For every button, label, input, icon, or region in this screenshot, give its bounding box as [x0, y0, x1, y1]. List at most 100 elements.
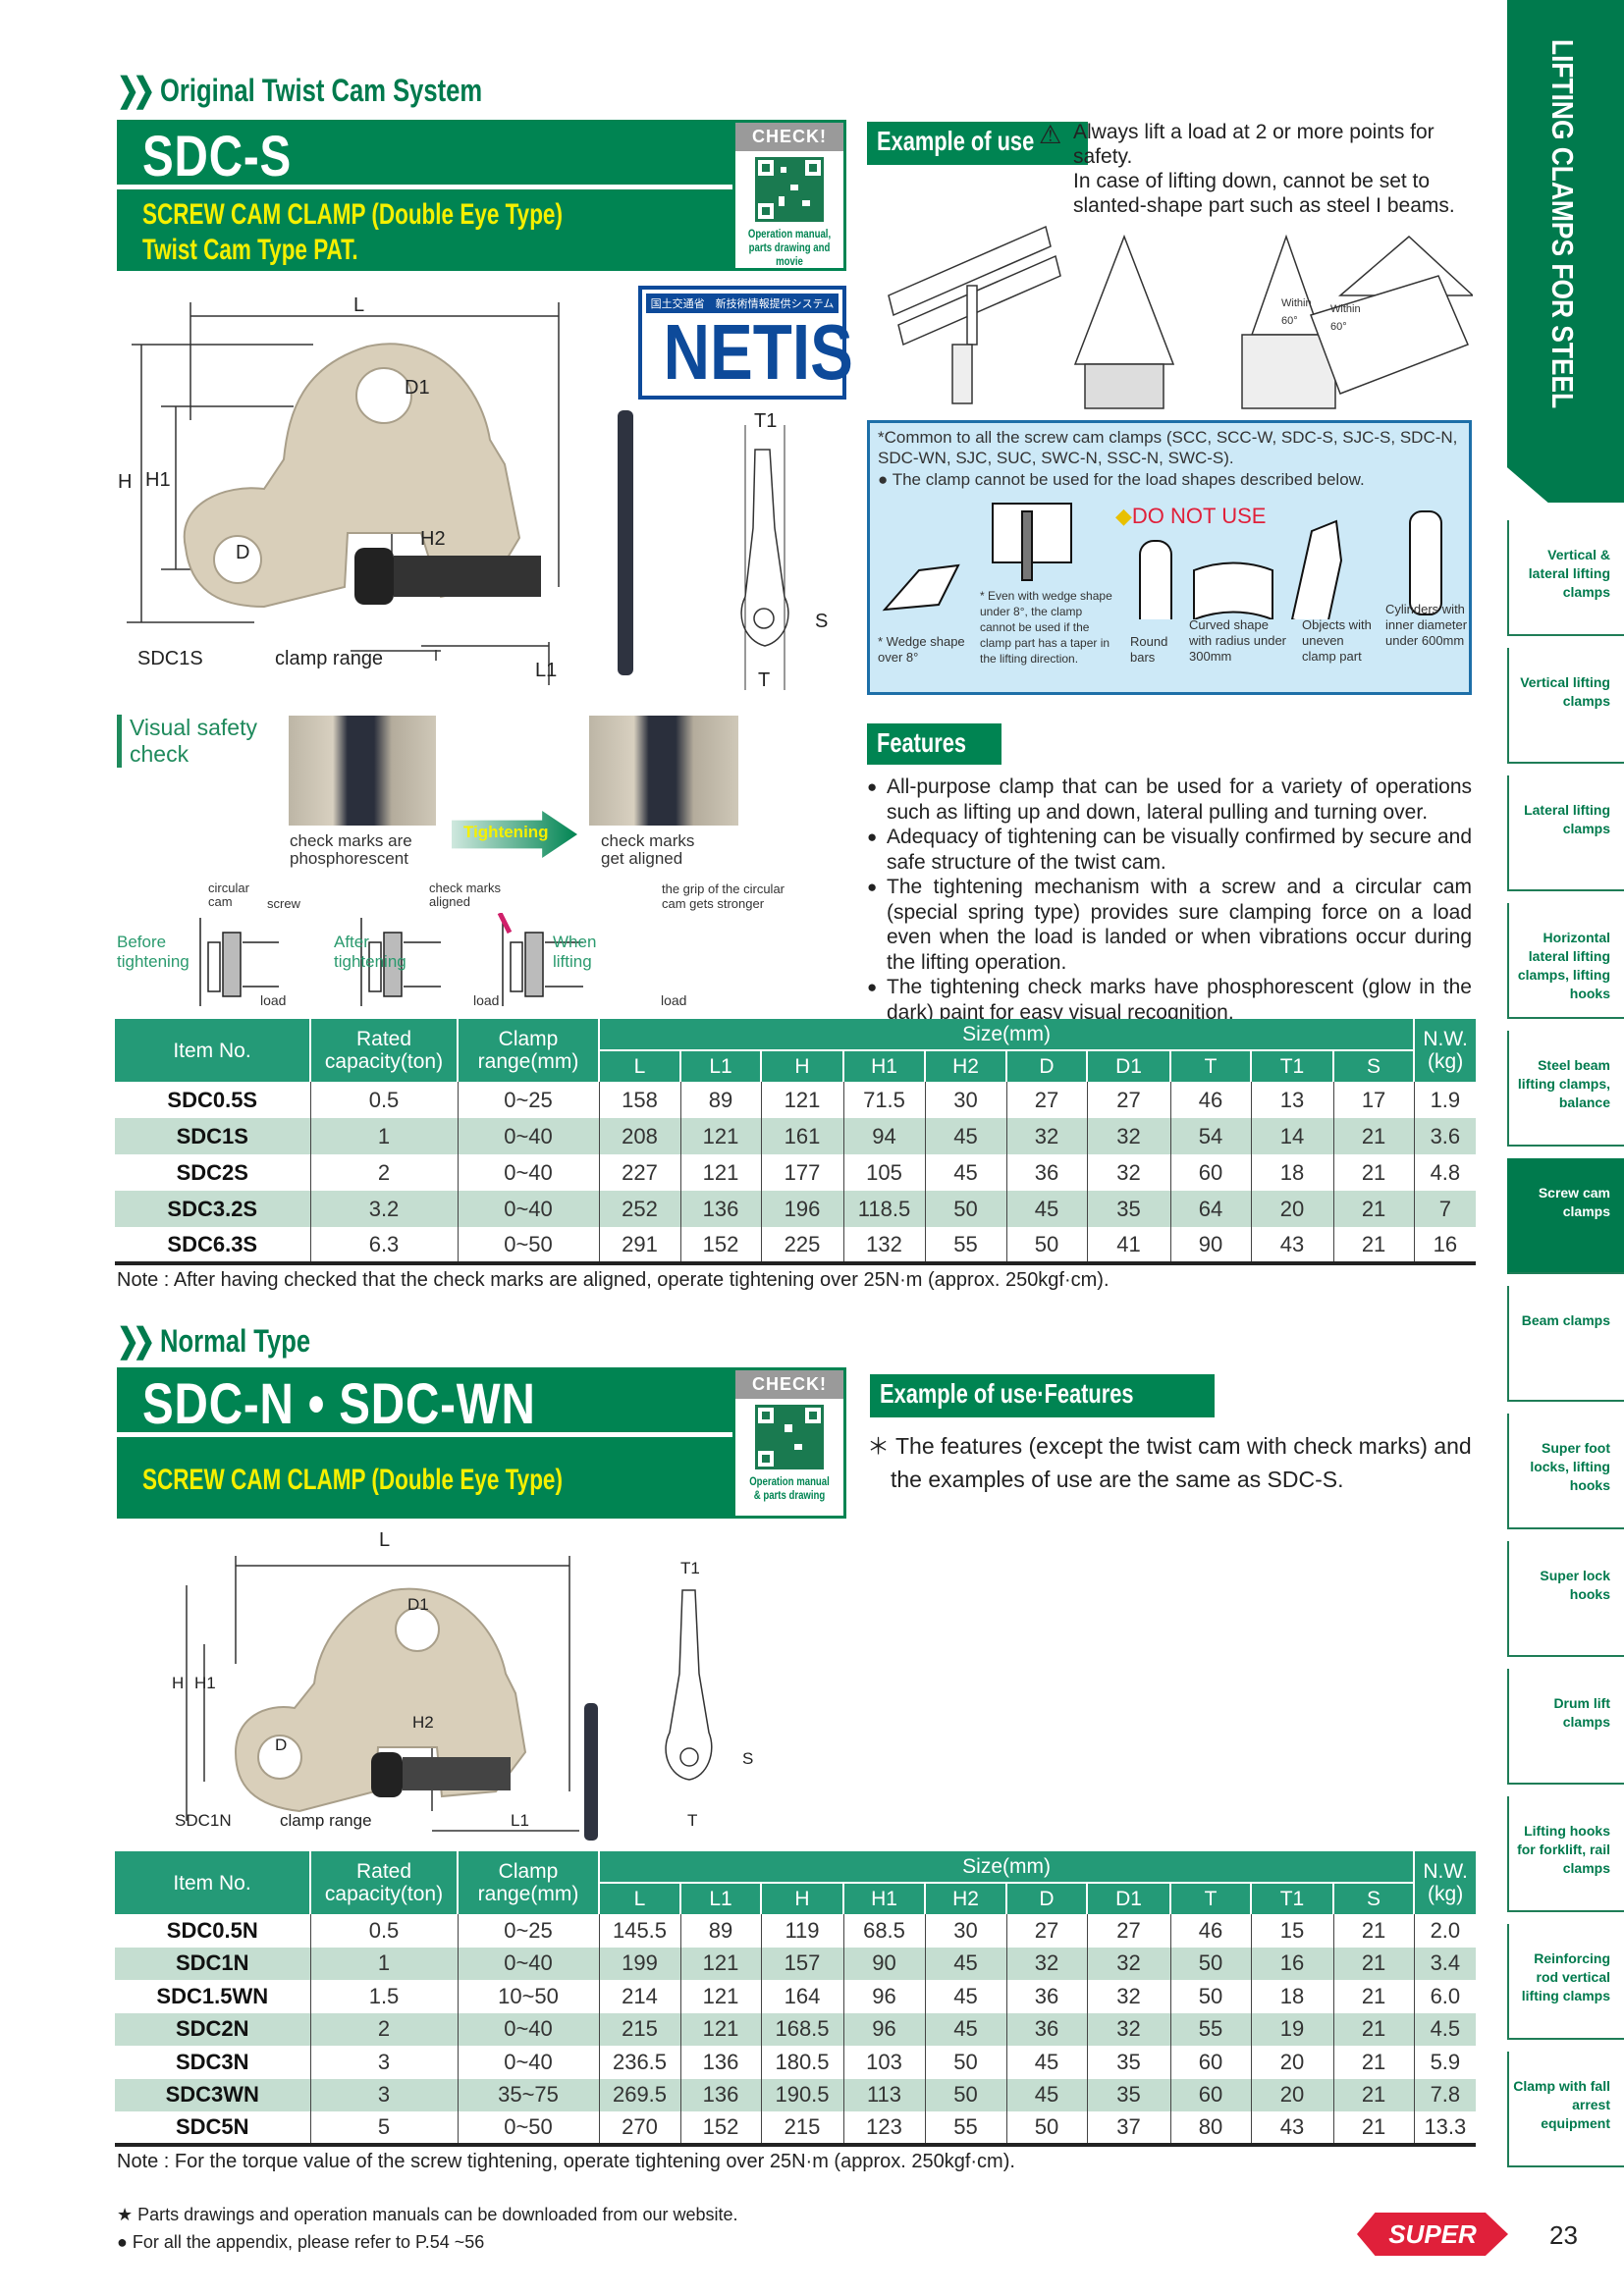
table-cell: 80: [1169, 2111, 1251, 2147]
angle-label-2: Within 60°: [1330, 303, 1361, 333]
table-cell: 21: [1332, 1191, 1415, 1227]
after-tightening-label: After tightening: [334, 933, 406, 971]
table-cell: 27: [1005, 1082, 1087, 1118]
table-cell: 90: [1169, 1227, 1251, 1265]
qr-check-box[interactable]: CHECK! Operation manual, parts drawing a…: [732, 120, 846, 271]
sidebar-item[interactable]: Vertical & lateral lifting clamps: [1507, 520, 1624, 636]
sidebar-item[interactable]: Beam clamps: [1507, 1286, 1624, 1402]
table-cell: 32: [1086, 1947, 1170, 1980]
table-cell: 60: [1169, 2046, 1251, 2079]
table-cell: 0~40: [457, 1118, 599, 1154]
col-size: Size(mm): [597, 1851, 1415, 1884]
table-cell: SDC0.5N: [166, 1917, 258, 1943]
example-of-use-label: Example of use: [867, 122, 1089, 165]
sidebar-item[interactable]: Reinforcing rod vertical lifting clamps: [1507, 1924, 1624, 2040]
qr-check-box[interactable]: CHECK! Operation manual & parts drawing: [732, 1367, 846, 1519]
table-cell: 0~40: [457, 2046, 599, 2079]
table-cell: 0~40: [457, 2012, 599, 2046]
table-cell: 236.5: [598, 2046, 680, 2079]
table-cell: 27: [1086, 1082, 1170, 1118]
col-size-sub: H1: [842, 1883, 925, 1914]
table-cell: 55: [924, 1227, 1006, 1265]
table-cell: 121: [679, 1154, 761, 1191]
table-cell: 164: [760, 1980, 843, 2013]
col-size-sub: H: [760, 1050, 843, 1082]
table-cell: 21: [1332, 1947, 1415, 1980]
sidebar-item[interactable]: Drum lift clamps: [1507, 1669, 1624, 1785]
sdc-s-dimension-drawing: [127, 302, 789, 690]
table-cell: 45: [1005, 2078, 1087, 2111]
table-cell: 45: [924, 1980, 1006, 2013]
col-size-sub: D: [1005, 1883, 1087, 1914]
table-cell: SDC2N: [115, 2012, 310, 2046]
table-cell: 215: [598, 2012, 680, 2046]
table-cell: 13.3: [1413, 2111, 1477, 2147]
col-size-sub: H1: [842, 1050, 925, 1082]
table-cell: 0~40: [457, 1191, 599, 1227]
table-cell: 20: [1250, 1191, 1333, 1227]
subtitle: SCREW CAM CLAMP (Double Eye Type): [142, 1464, 563, 1496]
sidebar-item[interactable]: Vertical lifting clamps: [1507, 648, 1624, 764]
sidebar-item-label: Clamp with fall arrest equipment: [1513, 2078, 1610, 2131]
sdc-n-dimension-drawing: [186, 1556, 713, 1841]
table-cell: 270: [598, 2111, 680, 2147]
qr-code-icon: [755, 1405, 824, 1469]
table-cell: 2: [309, 2012, 458, 2046]
table-cell: 17: [1332, 1082, 1415, 1118]
table-cell: 45: [924, 1154, 1006, 1191]
clamp-body: [183, 343, 521, 609]
dim-H1: H1: [194, 1674, 216, 1692]
col-size-sub: L: [598, 1050, 680, 1082]
table-cell: 32: [1005, 1118, 1087, 1154]
table-cell: 35: [1086, 2046, 1170, 2079]
table-cell: 20: [1250, 2078, 1333, 2111]
sidebar-item[interactable]: Screw cam clamps: [1507, 1158, 1624, 1274]
table-cell: SDC6.3S: [115, 1227, 310, 1265]
sidebar-item[interactable]: Super lock hooks: [1507, 1541, 1624, 1657]
table-cell: 35: [1086, 2078, 1170, 2111]
sidebar-item[interactable]: Clamp with fall arrest equipment: [1507, 2052, 1624, 2167]
table-cell: 43: [1250, 2111, 1333, 2147]
table-cell: 45: [924, 1118, 1006, 1154]
table-cell: 180.5: [760, 2046, 843, 2079]
model-banner-sdc-n: SDC-N • SDC-WN SCREW CAM CLAMP (Double E…: [117, 1367, 732, 1519]
dim-T1: T1: [754, 410, 778, 432]
table-cell: 27: [1005, 1914, 1087, 1948]
sidebar-item[interactable]: Lifting hooks for forklift, rail clamps: [1507, 1796, 1624, 1912]
table-cell: 121: [679, 1980, 761, 2013]
table-cell: 227: [598, 1154, 680, 1191]
table-cell: 21: [1332, 1154, 1415, 1191]
table-cell: 0~40: [457, 1154, 599, 1191]
grip-arrow-icon: [497, 913, 513, 934]
sidebar-item[interactable]: Lateral lifting clamps: [1507, 775, 1624, 891]
sidebar-item-label: Horizontal lateral lifting clamps, lifti…: [1517, 930, 1610, 1001]
dim-T1: T1: [680, 1559, 700, 1577]
table-cell: SDC3N: [175, 2049, 249, 2074]
table-cell: 71.5: [842, 1082, 925, 1118]
table-cell: 68.5: [842, 1914, 925, 1948]
table-cell: 136: [679, 2078, 761, 2111]
example-features-label: Example of use·Features: [870, 1374, 1216, 1417]
photo-after-tightening: [589, 716, 738, 826]
table-cell: 50: [1169, 1947, 1251, 1980]
table-cell: 157: [760, 1947, 843, 1980]
sidebar-item[interactable]: Steel beam lifting clamps, balance: [1507, 1031, 1624, 1147]
table-cell: 18: [1250, 1980, 1333, 2013]
divider: [117, 185, 732, 189]
col-size-sub: S: [1331, 1050, 1415, 1082]
sidebar-item[interactable]: Super foot locks, lifting hooks: [1507, 1414, 1624, 1529]
dim-L: L: [353, 294, 365, 316]
table-cell: 18: [1250, 1154, 1333, 1191]
section-title-normal: ❯❯Normal Type: [117, 1322, 311, 1360]
table-cell: 21: [1332, 2012, 1415, 2046]
netis-logo: 国土交通省 新技術情報提供システム NETIS: [638, 286, 853, 400]
table-cell: 1: [309, 1118, 458, 1154]
table-cell: 252: [598, 1191, 680, 1227]
table-cell: 35: [1086, 1191, 1170, 1227]
sidebar-item[interactable]: Horizontal lateral lifting clamps, lifti…: [1507, 903, 1624, 1019]
dim-H2: H2: [412, 1713, 434, 1732]
